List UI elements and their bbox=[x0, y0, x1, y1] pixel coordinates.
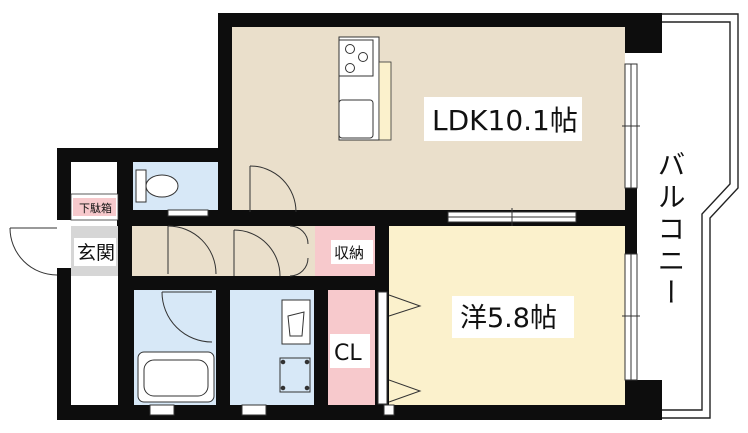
bathtub-icon bbox=[137, 351, 215, 403]
ldk-label: LDK10.1帖 bbox=[432, 104, 578, 137]
balcony-outline bbox=[660, 13, 739, 419]
storage-label: 収納 bbox=[334, 244, 364, 262]
ldk-label-bg bbox=[424, 97, 582, 141]
shoebox-label-bg bbox=[73, 198, 116, 216]
kitchen-stove-icon bbox=[338, 39, 374, 77]
window-tick-marks bbox=[511, 118, 640, 324]
toilet-icon bbox=[135, 169, 179, 203]
entrance-label-bg bbox=[74, 238, 116, 266]
storage-label-bg bbox=[331, 240, 373, 264]
closet-label-bg bbox=[330, 334, 370, 368]
hall-floor bbox=[132, 226, 315, 276]
western-label-bg bbox=[452, 296, 574, 338]
entrance-label: 玄関 bbox=[77, 242, 115, 264]
door-swings bbox=[9, 165, 422, 403]
kitchen-sink-icon bbox=[338, 99, 374, 139]
western-label: 洋5.8帖 bbox=[460, 303, 557, 334]
washbasin-icon bbox=[281, 299, 311, 345]
washing-machine-icon bbox=[279, 357, 311, 393]
balcony-label: バルコニー bbox=[654, 150, 687, 310]
kitchen-backsplash bbox=[378, 61, 392, 141]
shoebox-label: 下駄箱 bbox=[79, 201, 112, 215]
closet-label: CL bbox=[334, 341, 362, 366]
